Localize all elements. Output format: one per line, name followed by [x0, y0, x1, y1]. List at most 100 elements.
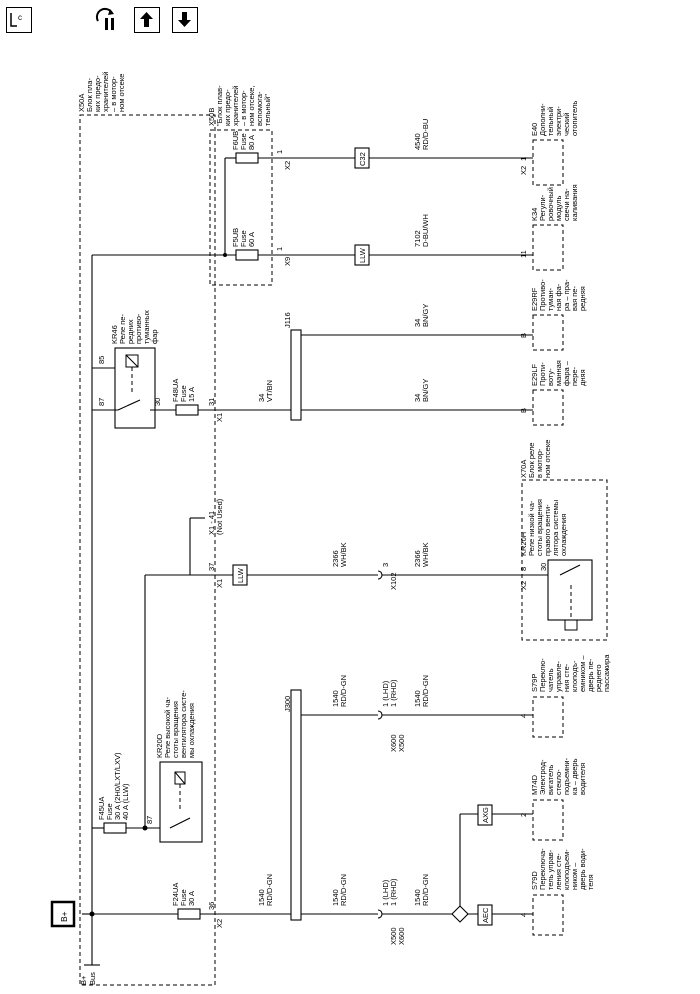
- pin-x1-41-not-used: X1 - 41(Not Used): [207, 498, 224, 535]
- wire-34-vtbn-label: 34VT/BN: [257, 380, 274, 402]
- c32-option-label: C32: [358, 152, 367, 166]
- pin-b-e29rf: B: [519, 333, 528, 338]
- wire-34-bngy-b: 34BN/GY: [413, 304, 430, 327]
- x500-connector-icon: [377, 909, 383, 919]
- location-icon[interactable]: c: [6, 7, 32, 33]
- toolbar: c: [0, 0, 700, 40]
- pin-85: 85: [97, 356, 106, 364]
- j300-label: J300: [283, 696, 292, 712]
- conn-x600: X600X500: [389, 734, 406, 752]
- axg-option-box: [477, 804, 493, 826]
- x50b-box: [209, 129, 273, 286]
- kr46-coil-diag: [125, 354, 139, 368]
- s79d-label: S79DПереключа-тель управ-ления сте-клопо…: [530, 848, 595, 890]
- f24ua-label: F24UAFuse30 A: [171, 883, 196, 906]
- wire-7102: 7102D-BU/WH: [413, 214, 430, 247]
- wire-4540: 4540RD/D-BU: [413, 119, 430, 150]
- e29rf-box: [532, 314, 564, 351]
- conn-x9: X9: [283, 257, 292, 266]
- pin-b-e29lf: B: [519, 408, 528, 413]
- m74d-box: [532, 799, 564, 841]
- f6ub-label: F6UBFuse80 A: [231, 131, 256, 150]
- b-plus-bus-label: B+Bus: [79, 972, 97, 985]
- conn-x2-f24ua: X2: [215, 919, 224, 928]
- x70a-box: [521, 479, 608, 641]
- tool-flow-icon[interactable]: [94, 7, 120, 33]
- k34-box: [532, 224, 564, 271]
- e29lf-box: [532, 389, 564, 426]
- conn-x500: X500X600: [389, 927, 406, 945]
- m74d-label: M74DЭлектрод-вигательстекло-подъемни-ка …: [530, 757, 587, 795]
- s79p-label: S79PПереклю-чательуправле-ния сте-клопод…: [530, 654, 611, 692]
- j116-label: J116: [283, 312, 292, 328]
- wire-1540-e: 1540RD/D-GN: [413, 675, 430, 707]
- f6ub-fuse-icon: [235, 152, 259, 164]
- kr20d-switch-icon: [169, 817, 191, 829]
- kr20h-label: KR20HРеле низкой ча-стоты вращенияправог…: [519, 499, 568, 556]
- llw-option-2-label: LLW: [358, 247, 367, 263]
- k34-label: K34Регули-ровочныймодульсвечи на-каливан…: [530, 184, 579, 221]
- pin-31: 31: [207, 398, 216, 406]
- conn-x1-37: X1: [215, 579, 224, 588]
- aec-option-box: [477, 904, 493, 926]
- x70a-title: X70AБлок релев мотор-ном отсеке: [519, 440, 552, 478]
- pin-36: 36: [207, 902, 216, 910]
- wire-2366-a-label: 2366WH/BK: [331, 542, 348, 567]
- s79p-box: [532, 696, 564, 738]
- kr20h-relay-box: [547, 559, 593, 621]
- pin-87-kr46: 87: [97, 398, 106, 406]
- kr46-switch-icon: [117, 399, 141, 411]
- pin-11-k34: 11: [519, 250, 528, 258]
- e40-label: E40Дополни-тельныйэлектри-ческийотопител…: [530, 101, 579, 136]
- wire-1540-c: 1540RD/D-GN: [413, 874, 430, 906]
- x50a-box: [79, 114, 216, 986]
- pin-30-kr46: 30: [153, 398, 162, 406]
- wire-1540-a: 1540RD/D-GN: [257, 874, 274, 906]
- pin-87-kr20d: 87: [145, 816, 154, 824]
- loc-label: c: [18, 13, 22, 22]
- s79d-box: [532, 894, 564, 936]
- pin-1-e40: 1: [519, 157, 528, 161]
- b-plus-badge-label: B+: [59, 911, 69, 922]
- wire-2366-b-label: 2366WH/BK: [413, 542, 430, 567]
- kr20d-label: KR20DРеле высокой ча-стоты вращениявенти…: [155, 690, 196, 758]
- pin-37: 37: [207, 563, 216, 571]
- pin-4-s79d: 4: [519, 913, 528, 917]
- diode-icon: [451, 905, 469, 923]
- f5ub-label: F5UBFuse60 A: [231, 228, 256, 247]
- pin-1-x2: 1: [275, 150, 284, 154]
- f5ub-fuse-icon: [235, 249, 259, 261]
- conn-x2-f6ub: X2: [283, 161, 292, 170]
- f45ua-label: F45UAFuse30 A (2H0/LXT/LXV)40 A (LLW): [97, 752, 130, 820]
- arrow-up-icon[interactable]: [134, 7, 160, 33]
- wire-1540-b: 1540RD/D-GN: [331, 874, 348, 906]
- x600-pin: 1 (LHD)1 (RHD): [381, 679, 398, 707]
- llw-option-1-label: LLW: [236, 567, 245, 583]
- axg-option-label: AXG: [481, 807, 490, 823]
- e40-box: [532, 139, 564, 186]
- wire-34-bngy-a: 34BN/GY: [413, 379, 430, 402]
- pin-2-m74d: 2: [519, 813, 528, 817]
- kr46-relay-box: [114, 347, 156, 429]
- x102-connector-icon: [377, 570, 383, 580]
- conn-x2-x70a: X2: [519, 581, 528, 590]
- aec-option-label: AEC: [481, 907, 490, 923]
- pin-30-kr20h: 30: [539, 563, 548, 571]
- b-plus-badge: [50, 900, 76, 928]
- conn-x2-e40: X2: [519, 166, 528, 175]
- pin-8: 8: [519, 567, 528, 571]
- kr46-label: KR46Реле пе-реднихпротиво-туманныхфар: [110, 310, 159, 344]
- wire-1540-d: 1540RD/D-GN: [331, 675, 348, 707]
- f48ua-label: F48UAFuse15 A: [171, 379, 196, 402]
- f45ua-fuse-icon: [103, 822, 127, 834]
- x600-connector-icon: [377, 710, 383, 720]
- arrow-down-icon[interactable]: [172, 7, 198, 33]
- kr20d-coil-diag: [174, 771, 186, 785]
- x102-pin: 3: [381, 563, 390, 567]
- j300-splice: [290, 689, 302, 921]
- f24ua-fuse-icon: [177, 908, 201, 920]
- x50b-junction: [223, 253, 227, 257]
- pin-1-x9: 1: [275, 247, 284, 251]
- kr20d-junction: [142, 825, 148, 831]
